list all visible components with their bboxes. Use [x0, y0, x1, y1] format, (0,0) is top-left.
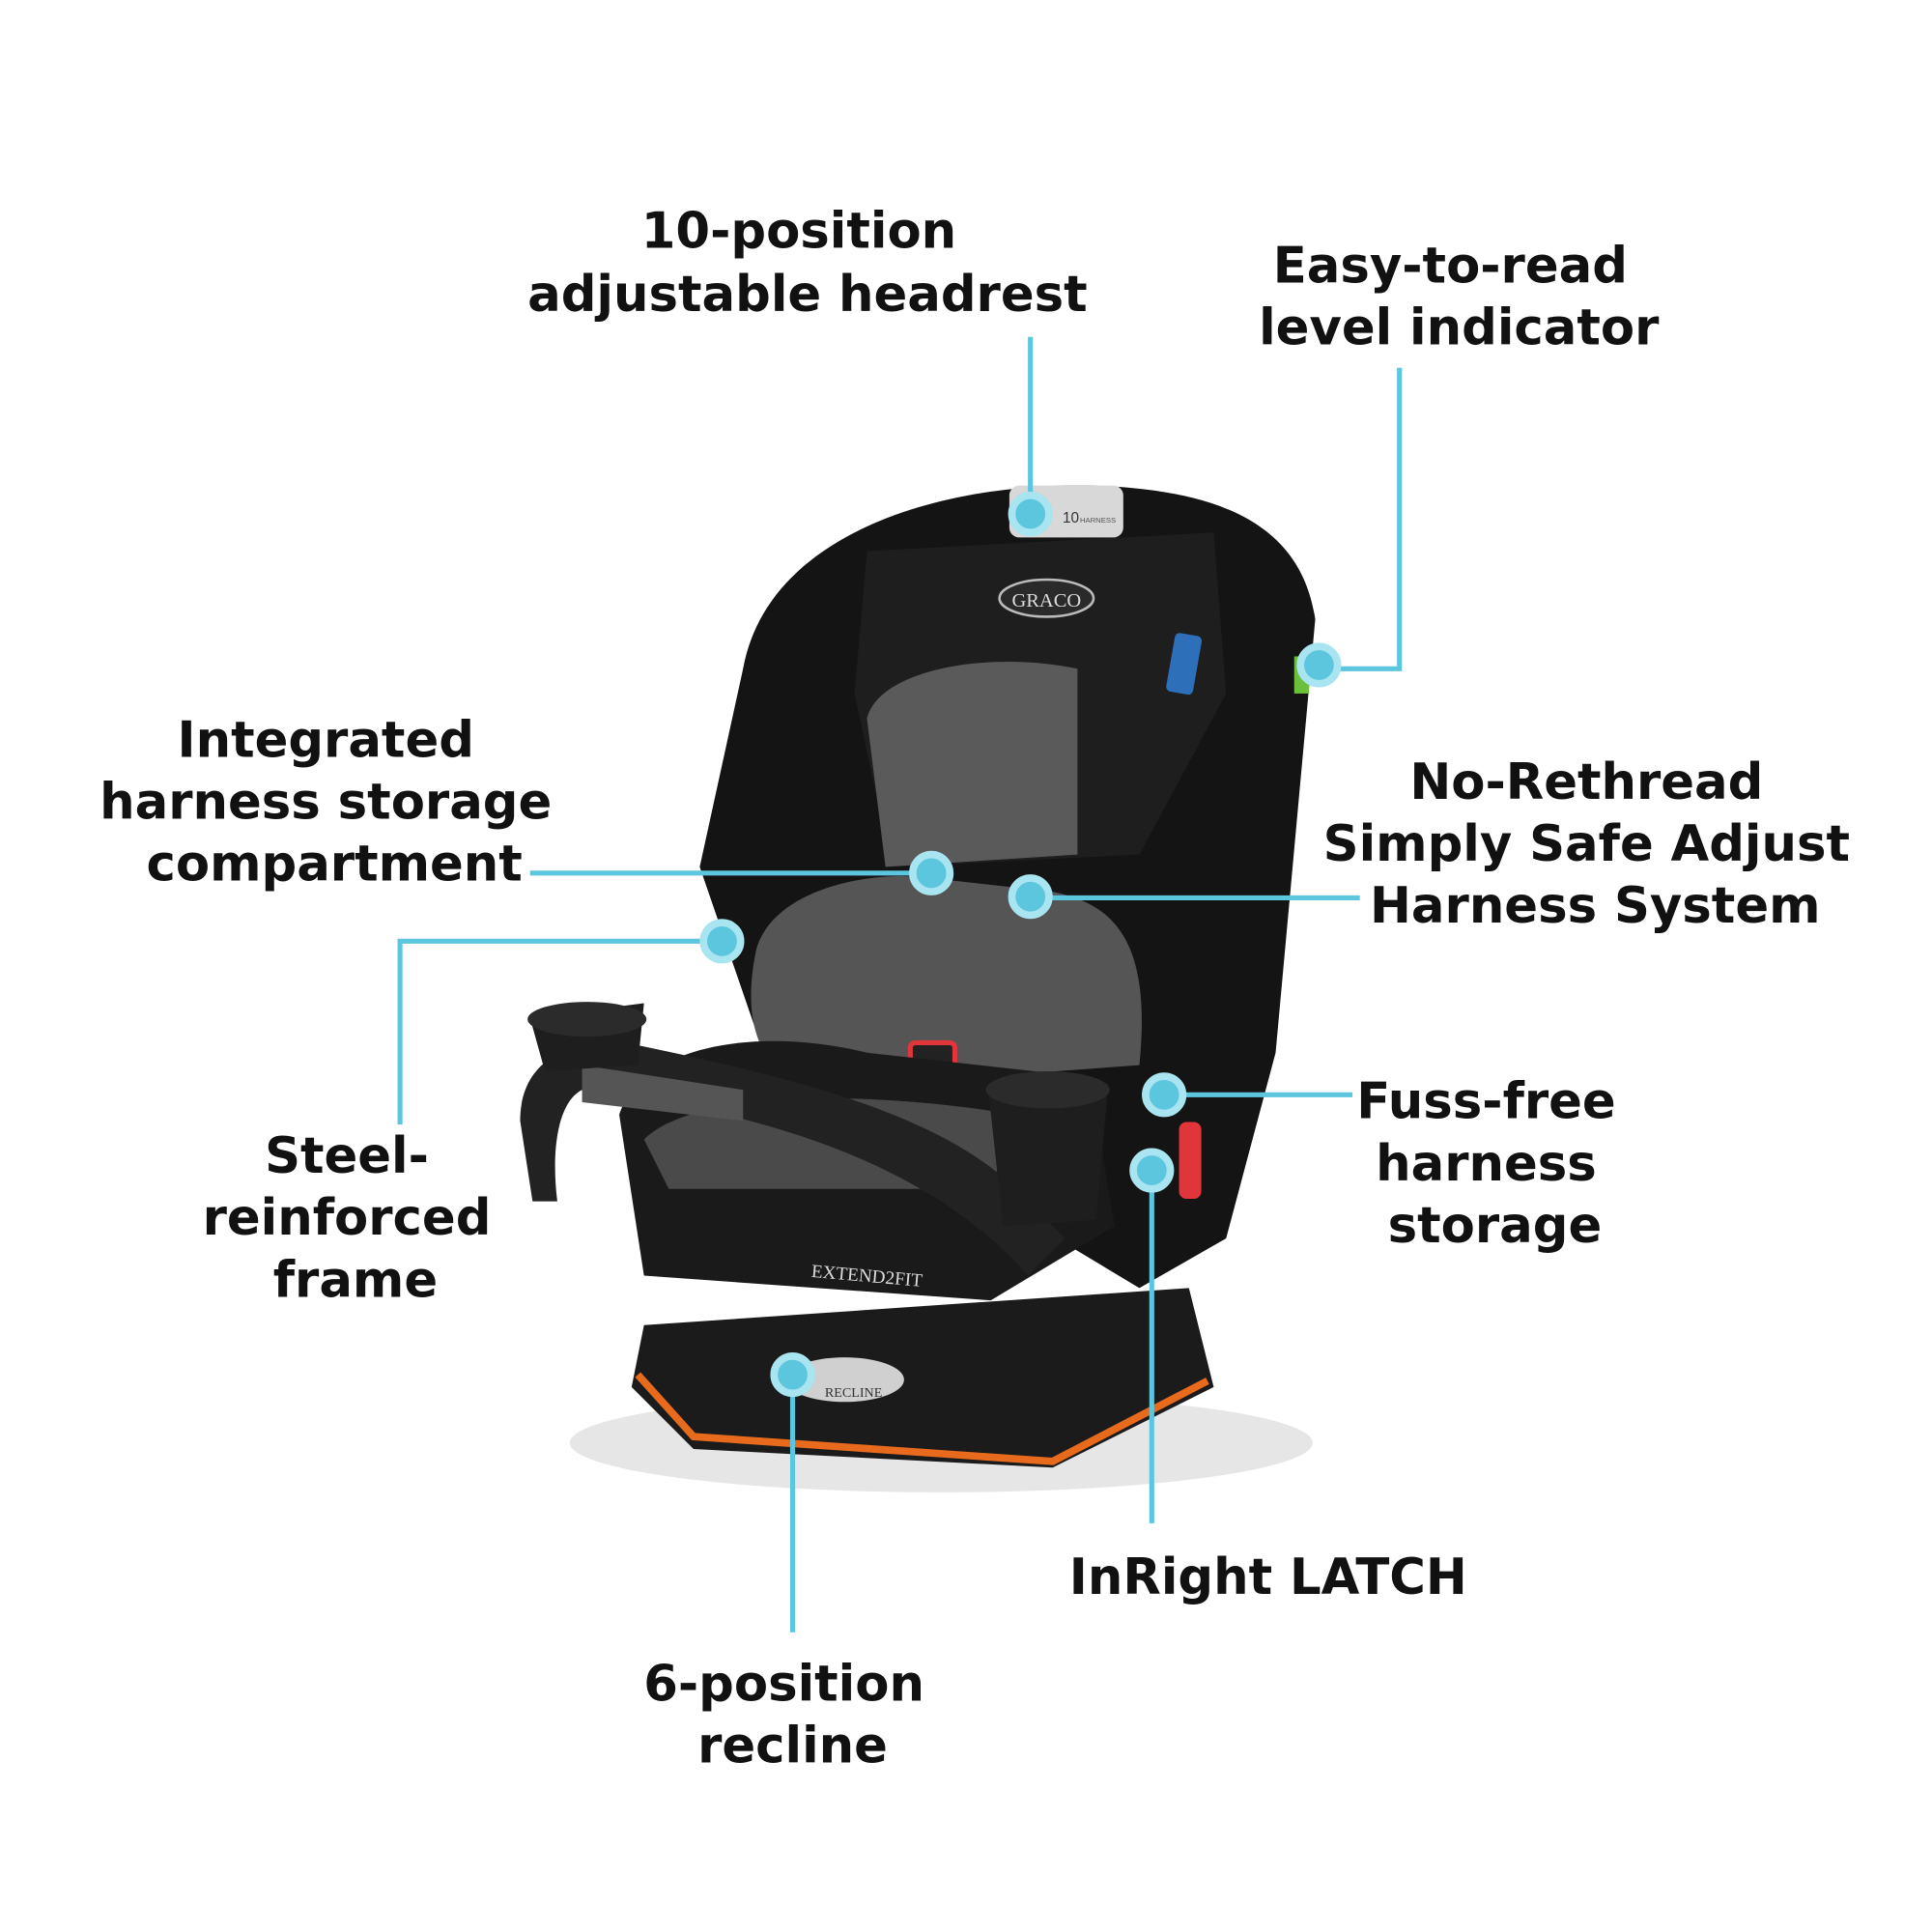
headrest-height-label: 10 — [1063, 510, 1079, 526]
recline-label-callout: 6-position recline — [643, 1655, 942, 1775]
fuss-free-label: Fuss-free harness storage — [1356, 1073, 1633, 1255]
steel-frame-label: Steel- reinforced frame — [203, 1127, 509, 1309]
latch-dot-marker — [1129, 1148, 1175, 1193]
latch-label: InRight LATCH — [1069, 1548, 1467, 1606]
headrest-dot-marker — [1008, 491, 1053, 537]
level-leader-line — [1319, 367, 1403, 671]
no-rethread-dot-marker — [1008, 874, 1053, 920]
car-seat-illustration: RECLINE 10 HARNESS GRACO EXTEND2FIT — [520, 485, 1316, 1492]
level-dot-marker — [1296, 642, 1342, 688]
level-indicator-label: Easy-to-read level indicator — [1259, 237, 1660, 356]
recline-dot-marker — [770, 1352, 815, 1398]
graco-logo: GRACO — [1011, 590, 1081, 611]
fuss-free-dot-marker — [1142, 1072, 1187, 1118]
headrest-harness-label: HARNESS — [1080, 516, 1116, 525]
steel-frame-dot-marker — [699, 919, 745, 964]
no-rethread-label: No-Rethread Simply Safe Adjust Harness S… — [1323, 753, 1867, 935]
harness-storage-compartment-label: Integrated harness storage compartment — [99, 711, 569, 893]
storage-compartment-dot-marker — [909, 850, 954, 895]
recline-label: RECLINE — [825, 1385, 883, 1401]
headrest-label: 10-position adjustable headrest — [527, 202, 1088, 323]
steel-frame-leader-line — [397, 938, 723, 1125]
callout-lines — [397, 336, 1403, 1633]
